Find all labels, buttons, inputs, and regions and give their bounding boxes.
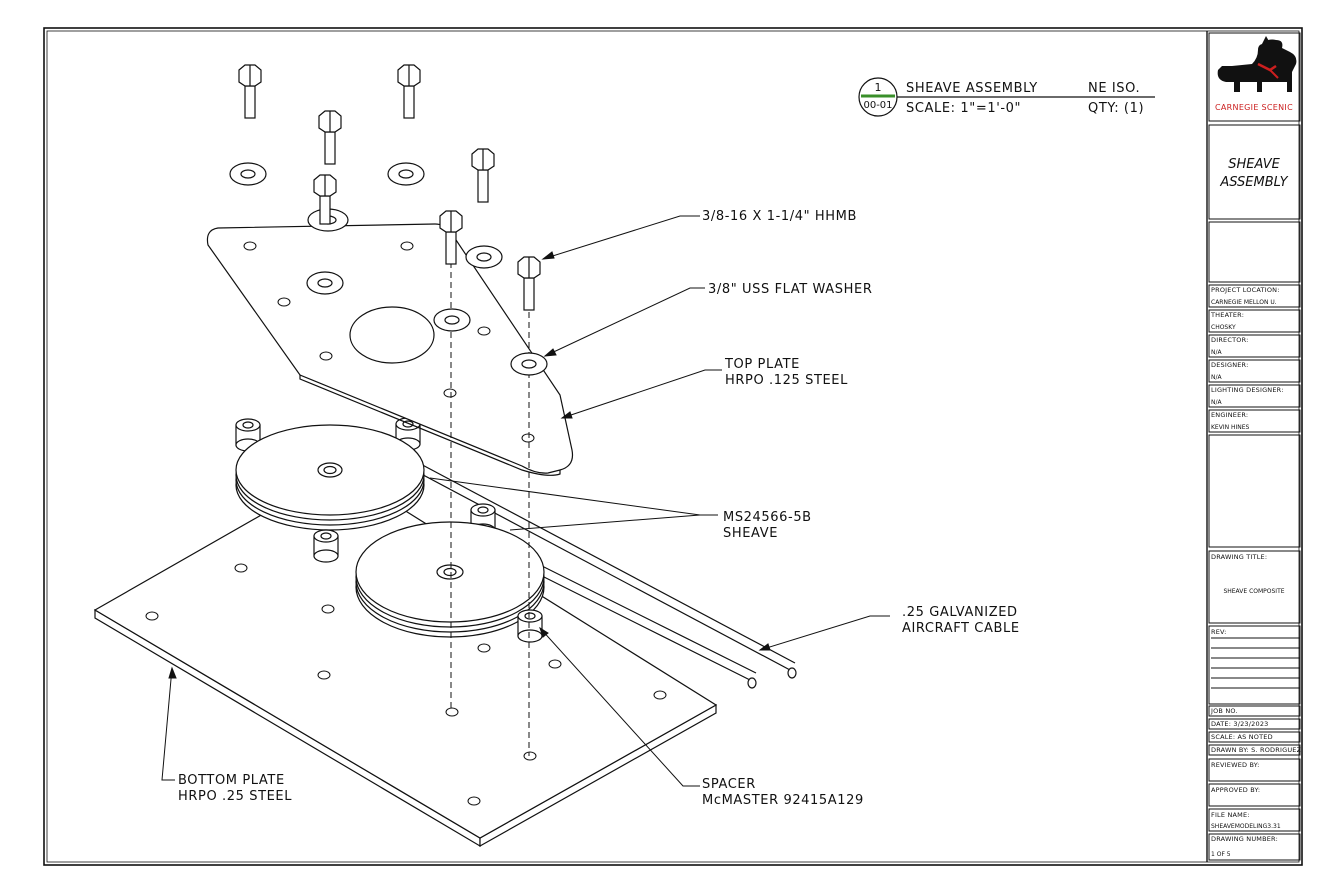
bolt [313, 174, 337, 225]
rev-label: REV: [1211, 628, 1227, 636]
view-title: SHEAVE ASSEMBLY [906, 81, 1038, 96]
label-top-plate-material: HRPO .125 STEEL [725, 373, 848, 388]
label-sheave: SHEAVE [723, 526, 778, 541]
spacer-back-left [235, 418, 261, 452]
file-name-value: SHEAVEMODELING3.31 [1211, 823, 1281, 830]
reviewed-by-label: REVIEWED BY: [1211, 761, 1260, 769]
washer [433, 308, 471, 332]
bolt [238, 64, 262, 119]
theater-value: CHOSKY [1211, 324, 1236, 331]
label-cable: .25 GALVANIZED [902, 605, 1018, 620]
top-plate [206, 223, 574, 476]
exploded-isometric-drawing [93, 64, 797, 848]
bolt [397, 64, 421, 119]
washer [229, 162, 267, 186]
bolt [439, 210, 463, 265]
drawing-number-value: 1 OF 5 [1211, 851, 1231, 858]
file-name-label: FILE NAME: [1211, 811, 1250, 819]
designer-label: DESIGNER: [1211, 361, 1248, 369]
view-callout: 1 00-01 SHEAVE ASSEMBLY NE ISO. SCALE: 1… [858, 77, 1155, 117]
job-number: JOB NO. [1210, 707, 1238, 715]
washer [465, 245, 503, 269]
outer-border [43, 27, 1303, 866]
view-number: 1 [875, 81, 882, 94]
engineer-value: KEVIN HINES [1211, 424, 1250, 431]
view-orientation: NE ISO. [1088, 81, 1140, 96]
company-name: CARNEGIE SCENIC [1215, 103, 1293, 112]
director-label: DIRECTOR: [1211, 336, 1248, 344]
inner-border [46, 30, 1300, 863]
view-scale: SCALE: 1"=1'-0" [906, 101, 1021, 116]
bolt [471, 148, 495, 203]
assembly-axis-lines [450, 262, 530, 756]
view-qty: QTY: (1) [1088, 101, 1144, 116]
leader-lines [161, 215, 890, 787]
spacer-front-right [517, 609, 543, 643]
bottom-plate [93, 469, 718, 848]
view-sheet: 00-01 [863, 100, 892, 111]
label-bottom-plate-material: HRPO .25 STEEL [178, 789, 292, 804]
drawing-title-label: DRAWING TITLE: [1211, 553, 1267, 561]
project-location-value: CARNEGIE MELLON U. [1211, 299, 1277, 306]
director-value: N/A [1211, 349, 1223, 356]
theater-label: THEATER: [1210, 311, 1244, 319]
washer [387, 162, 425, 186]
label-spacer-part: McMASTER 92415A129 [702, 793, 864, 808]
bolt [318, 110, 342, 165]
bolt [517, 256, 541, 311]
sheave-right [355, 521, 545, 638]
label-bottom-plate: BOTTOM PLATE [178, 773, 285, 788]
label-top-plate: TOP PLATE [724, 357, 800, 372]
designer-value: N/A [1211, 374, 1223, 381]
lighting-designer-label: LIGHTING DESIGNER: [1211, 386, 1284, 394]
sheave-left [235, 424, 425, 531]
washer [510, 352, 548, 376]
spacer-front-left [313, 529, 339, 563]
date-field: DATE: 3/23/2023 [1211, 720, 1269, 728]
approved-by-label: APPROVED BY: [1211, 786, 1260, 794]
label-bolt: 3/8-16 X 1-1/4" HHMB [702, 209, 857, 224]
sheet-title-line-2: ASSEMBLY [1219, 175, 1288, 190]
drawing-number-label: DRAWING NUMBER: [1211, 835, 1278, 843]
label-sheave-part: MS24566-5B [723, 510, 812, 525]
carnegie-scenic-logo: CARNEGIE SCENIC [1215, 36, 1297, 112]
drawing-title-value: SHEAVE COMPOSITE [1223, 588, 1284, 595]
washer [306, 271, 344, 295]
lighting-designer-value: N/A [1211, 399, 1223, 406]
drawn-by-field: DRAWN BY: S. RODRIGUEZ [1211, 746, 1302, 754]
sheet-title-line-1: SHEAVE [1228, 157, 1280, 172]
engineer-label: ENGINEER: [1211, 411, 1248, 419]
scale-field: SCALE: AS NOTED [1211, 733, 1273, 741]
label-cable-type: AIRCRAFT CABLE [902, 621, 1020, 636]
title-block [1208, 32, 1301, 861]
label-spacer: SPACER [702, 777, 756, 792]
label-washer: 3/8" USS FLAT WASHER [708, 282, 872, 297]
project-location-label: PROJECT LOCATION: [1211, 286, 1280, 294]
